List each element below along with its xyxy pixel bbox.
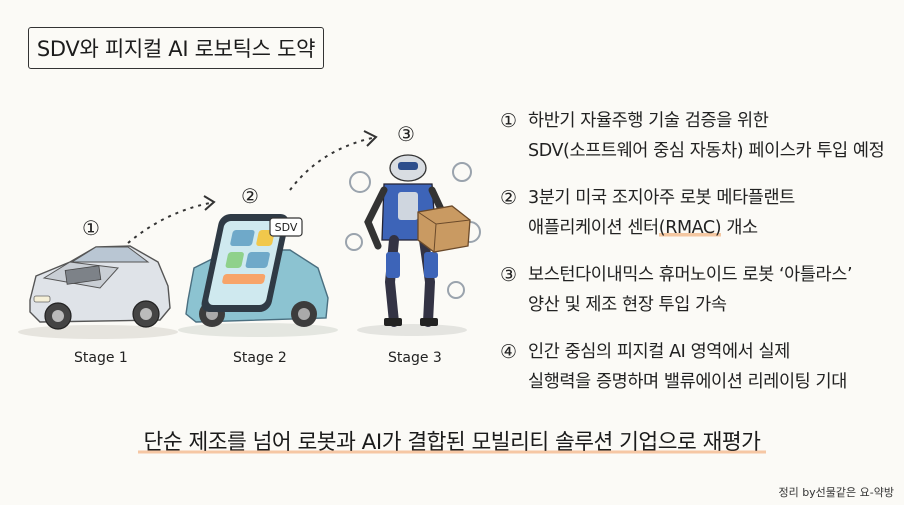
stage-1-label: Stage 1: [74, 350, 128, 366]
item-line: 양산 및 제조 현장 투입 가속: [528, 295, 727, 315]
rmac-highlight: (RMAC): [658, 218, 722, 238]
conclusion-text: 단순 제조를 넘어 로봇과 AI가 결합된 모빌리티 솔루션 기업으로 재평가: [137, 430, 767, 455]
stage-2-label: Stage 2: [233, 350, 287, 366]
item-line: 하반기 자율주행 기술 검증을 위한: [528, 111, 769, 131]
item-line: 애플리케이션 센터(RMAC) 개소: [528, 218, 758, 238]
car-stage2: [178, 214, 338, 337]
gear-icon: [447, 281, 465, 299]
item-number: ①: [500, 110, 518, 132]
stage-3-number: ③: [397, 122, 415, 146]
stage-1-number: ①: [82, 216, 100, 240]
item-number: ②: [500, 187, 518, 209]
arrow-stage1-to-2: [127, 202, 211, 244]
item-number: ③: [500, 264, 518, 286]
robot-stage3: [345, 154, 481, 336]
list-item: ① 하반기 자율주행 기술 검증을 위한 SDV(소프트웨어 중심 자동차) 페…: [500, 106, 895, 166]
page-title: SDV와 피지컬 AI 로보틱스 도약: [28, 27, 324, 69]
item-number: ④: [500, 341, 518, 363]
conclusion: 단순 제조를 넘어 로봇과 AI가 결합된 모빌리티 솔루션 기업으로 재평가: [0, 425, 904, 456]
item-line: SDV(소프트웨어 중심 자동차) 페이스카 투입 예정: [528, 141, 885, 161]
list-item: ③ 보스턴다이내믹스 휴머노이드 로봇 ‘아틀라스’ 양산 및 제조 현장 투입…: [500, 260, 895, 320]
milestone-list: ① 하반기 자율주행 기술 검증을 위한 SDV(소프트웨어 중심 자동차) 페…: [500, 106, 895, 414]
list-item: ② 3분기 미국 조지아주 로봇 메타플랜트 애플리케이션 센터(RMAC) 개…: [500, 183, 895, 243]
gear-icon: [349, 171, 371, 193]
gear-icon: [452, 162, 472, 182]
sdv-tag: SDV: [275, 221, 298, 234]
item-line: 3분기 미국 조지아주 로봇 메타플랜트: [528, 188, 795, 208]
gear-icon: [345, 233, 363, 251]
stage-2-number: ②: [241, 184, 259, 208]
item-line: 보스턴다이내믹스 휴머노이드 로봇 ‘아틀라스’: [528, 265, 853, 285]
stage-illustration: SDV: [18, 130, 481, 339]
credit: 정리 by선물같은 요-약방: [778, 486, 894, 499]
arrow-stage2-to-3: [289, 137, 373, 191]
item-line: 인간 중심의 피지컬 AI 영역에서 실제: [528, 342, 790, 362]
stage-3-label: Stage 3: [388, 350, 442, 366]
car-stage1: [18, 245, 178, 339]
item-line: 실행력을 증명하며 밸류에이션 리레이팅 기대: [528, 372, 847, 392]
list-item: ④ 인간 중심의 피지컬 AI 영역에서 실제 실행력을 증명하며 밸류에이션 …: [500, 337, 895, 397]
